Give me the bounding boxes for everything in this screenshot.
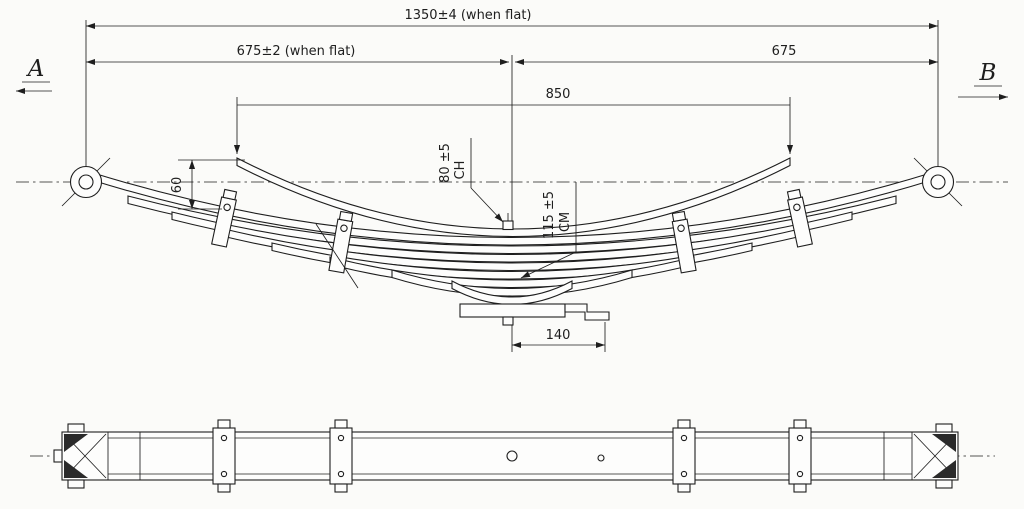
clamp-3-bolt-head [671, 210, 687, 223]
top-short-leaf [236, 157, 791, 237]
plan-left-eye-end [53, 423, 109, 489]
clamp-4 [786, 188, 813, 248]
dim-80-label: CH [453, 161, 468, 180]
view-arrow-a: A [16, 56, 52, 95]
clamp-2-bolt [340, 224, 348, 233]
dimension-total-length: 1350±4 (when flat) [85, 8, 939, 166]
plan-clamp-3 [672, 419, 696, 493]
clamp-4-bolt-head [786, 188, 802, 201]
plan-left-bolt-end [53, 449, 63, 463]
dim-total-text: 1350±4 (when flat) [404, 8, 531, 23]
clamp-1-bolt [223, 203, 231, 212]
clamp-2 [328, 210, 354, 274]
dim-80-text: 80 ±5 [438, 143, 453, 183]
plan-center-bolt-hole [506, 450, 518, 462]
plan-right-hatch-top [932, 434, 956, 452]
right-eye-bore [930, 174, 946, 190]
dimension-center-offset: 140 [512, 322, 606, 352]
right-spring-eye [921, 165, 955, 199]
leaf-8 [451, 280, 573, 306]
plan-clip-rivet-hole [597, 454, 605, 462]
view-a-label: A [26, 56, 45, 82]
plan-left-tab-bottom [67, 479, 85, 489]
plan-right-eye-end [911, 423, 957, 489]
plan-left-tab-top [67, 423, 85, 433]
left-eye-bore [78, 174, 94, 190]
leaf-7 [391, 269, 633, 297]
dimension-arc-height-upper: 80 ±5 CH [438, 138, 504, 223]
plan-left-hatch-top [64, 434, 88, 452]
clamp-1-bolt-head [222, 188, 238, 201]
center-bolt-nut [502, 316, 514, 326]
plan-clamp-4 [788, 419, 812, 493]
left-spring-eye [69, 165, 103, 199]
clamp-4-bolt [793, 203, 801, 212]
dim-left-half-text: 675±2 (when flat) [237, 44, 356, 59]
clamp-3 [671, 210, 697, 274]
dim-115-label: CM [558, 212, 573, 232]
rebound-clip [564, 303, 610, 321]
dimension-850-span: 850 [233, 87, 794, 154]
plan-view [30, 419, 995, 493]
view-b-label: B [979, 60, 997, 86]
dimension-end-drop: 60 [170, 159, 245, 210]
dim-right-half-text: 675 [772, 44, 797, 59]
clamp-1 [211, 188, 238, 248]
dim-850-text: 850 [546, 87, 571, 102]
dimension-left-half: 675±2 (when flat) [86, 44, 509, 66]
plan-right-tab-bottom [935, 479, 953, 489]
dimension-right-half: 675 [515, 44, 938, 66]
dim-115-text: 115 ±5 [542, 191, 557, 239]
spring-seat-plate [459, 303, 566, 318]
plan-clamp-1 [212, 419, 236, 493]
plan-right-hatch-bottom [932, 460, 956, 478]
plan-left-hatch-bottom [64, 460, 88, 478]
plan-clamp-2 [329, 419, 353, 493]
center-bolt-head [502, 220, 514, 231]
dimension-arc-height-main: 115 ±5 CM [520, 182, 577, 279]
dim-140-text: 140 [546, 328, 571, 343]
dim-60-text: 60 [170, 177, 185, 194]
clamp-2-bolt-head [338, 210, 354, 223]
side-view: 1350±4 (when flat) 675±2 (when flat) 675… [16, 8, 1008, 352]
clamp-2-leader-line [315, 223, 359, 289]
view-arrow-b: B [958, 60, 1008, 101]
plan-right-tab-top [935, 423, 953, 433]
clamp-3-bolt [677, 224, 685, 233]
